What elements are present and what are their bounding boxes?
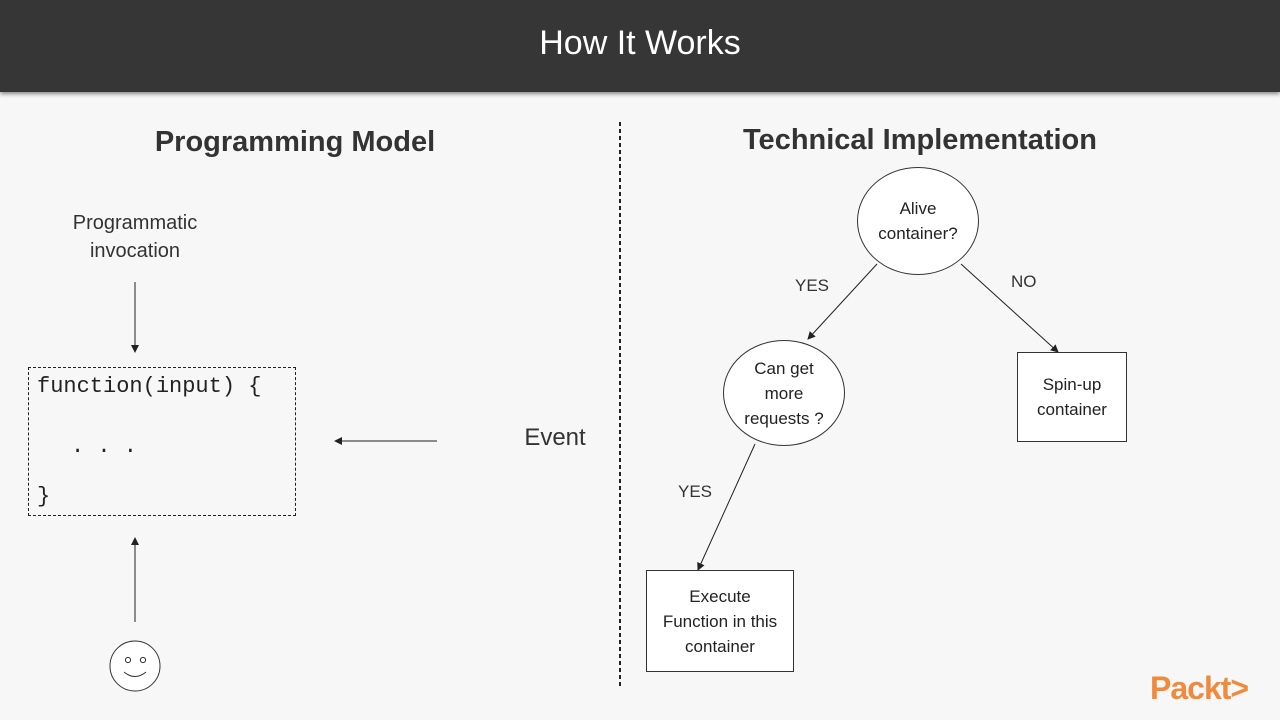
arrow-yes-2: [697, 443, 756, 571]
alive-line1: Alive: [899, 199, 937, 218]
slide-title: How It Works: [539, 24, 741, 62]
alive-container-node: Alive container?: [857, 167, 979, 275]
spin-up-line2: container: [1037, 400, 1107, 419]
execute-function-node: Execute Function in this container: [646, 570, 794, 672]
execute-line1: Execute: [689, 586, 751, 606]
can-get-line2: more: [764, 383, 804, 403]
spin-up-line1: Spin-up: [1042, 375, 1102, 394]
alive-line2: container?: [878, 224, 958, 243]
invocation-line2: invocation: [89, 240, 181, 262]
event-label: Event: [524, 424, 586, 451]
title-bar: How It Works: [0, 0, 1280, 92]
can-get-line1: Can get: [754, 358, 814, 378]
execute-line2: Function in this: [662, 611, 778, 631]
can-get-line3: requests ?: [744, 408, 824, 428]
code-line-1: function(input) {: [37, 374, 262, 399]
arrow-no: [960, 263, 1059, 353]
smiley-face-icon: [109, 640, 161, 692]
execute-line3: container: [685, 636, 755, 656]
yes-label-1: YES: [795, 276, 830, 295]
yes-label-2: YES: [678, 482, 713, 501]
programming-model-heading: Programming Model: [154, 126, 436, 158]
code-line-2: . . .: [71, 434, 138, 459]
code-line-3: }: [37, 484, 51, 509]
packt-logo: Packt>: [1150, 670, 1249, 706]
function-code-box: function(input) { . . . }: [28, 367, 296, 516]
technical-implementation-heading: Technical Implementation: [743, 124, 1097, 156]
can-get-requests-node: Can get more requests ?: [723, 340, 845, 446]
invocation-label: Programmatic invocation: [35, 209, 235, 265]
arrow-yes-1: [807, 263, 878, 340]
no-label: NO: [1011, 272, 1037, 291]
invocation-line1: Programmatic: [72, 212, 198, 234]
spin-up-container-node: Spin-up container: [1017, 352, 1127, 442]
